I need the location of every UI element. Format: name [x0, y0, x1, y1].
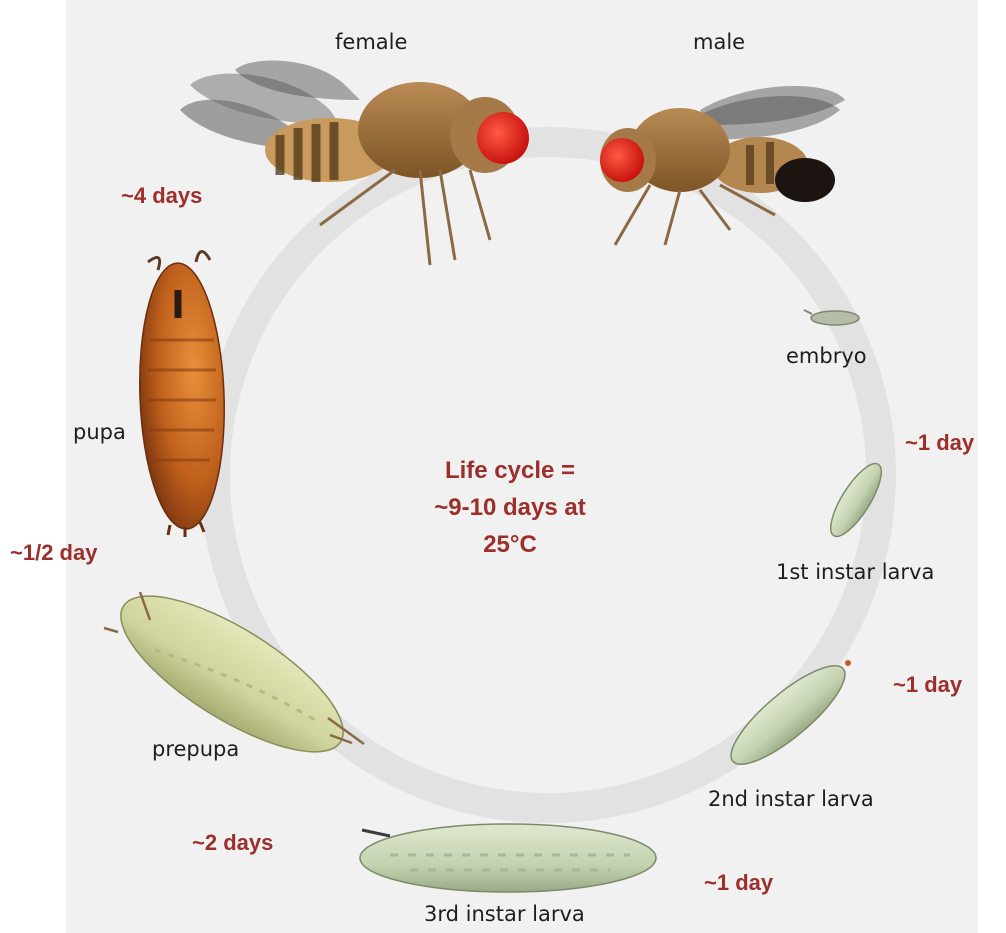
duration-prepupa-to-pupa: ~1/2 day — [10, 540, 97, 566]
duration-embryo-to-first-instar: ~1 day — [905, 430, 974, 456]
duration-adult: ~4 days — [121, 183, 202, 209]
embryo-image — [804, 310, 859, 325]
label-third-instar-larva: 3rd instar larva — [424, 902, 585, 926]
duration-second-to-third-instar: ~1 day — [704, 870, 773, 896]
summary-line-1: Life cycle = — [380, 452, 640, 489]
label-female: female — [335, 30, 407, 54]
label-pupa: pupa — [73, 420, 126, 444]
male-fly-image — [600, 86, 845, 245]
label-first-instar-larva: 1st instar larva — [776, 560, 934, 584]
label-male: male — [693, 30, 745, 54]
label-prepupa: prepupa — [152, 737, 239, 761]
third-instar-larva-image — [360, 824, 656, 892]
duration-third-instar-to-prepupa: ~2 days — [192, 830, 273, 856]
summary-line-3: 25°C — [380, 526, 640, 563]
female-fly-image — [180, 60, 529, 265]
summary-line-2: ~9-10 days at — [380, 489, 640, 526]
second-instar-larva-image — [719, 652, 858, 778]
label-embryo: embryo — [786, 344, 867, 368]
duration-first-to-second-instar: ~1 day — [893, 672, 962, 698]
life-cycle-summary: Life cycle = ~9-10 days at 25°C — [380, 452, 640, 563]
label-second-instar-larva: 2nd instar larva — [708, 787, 874, 811]
